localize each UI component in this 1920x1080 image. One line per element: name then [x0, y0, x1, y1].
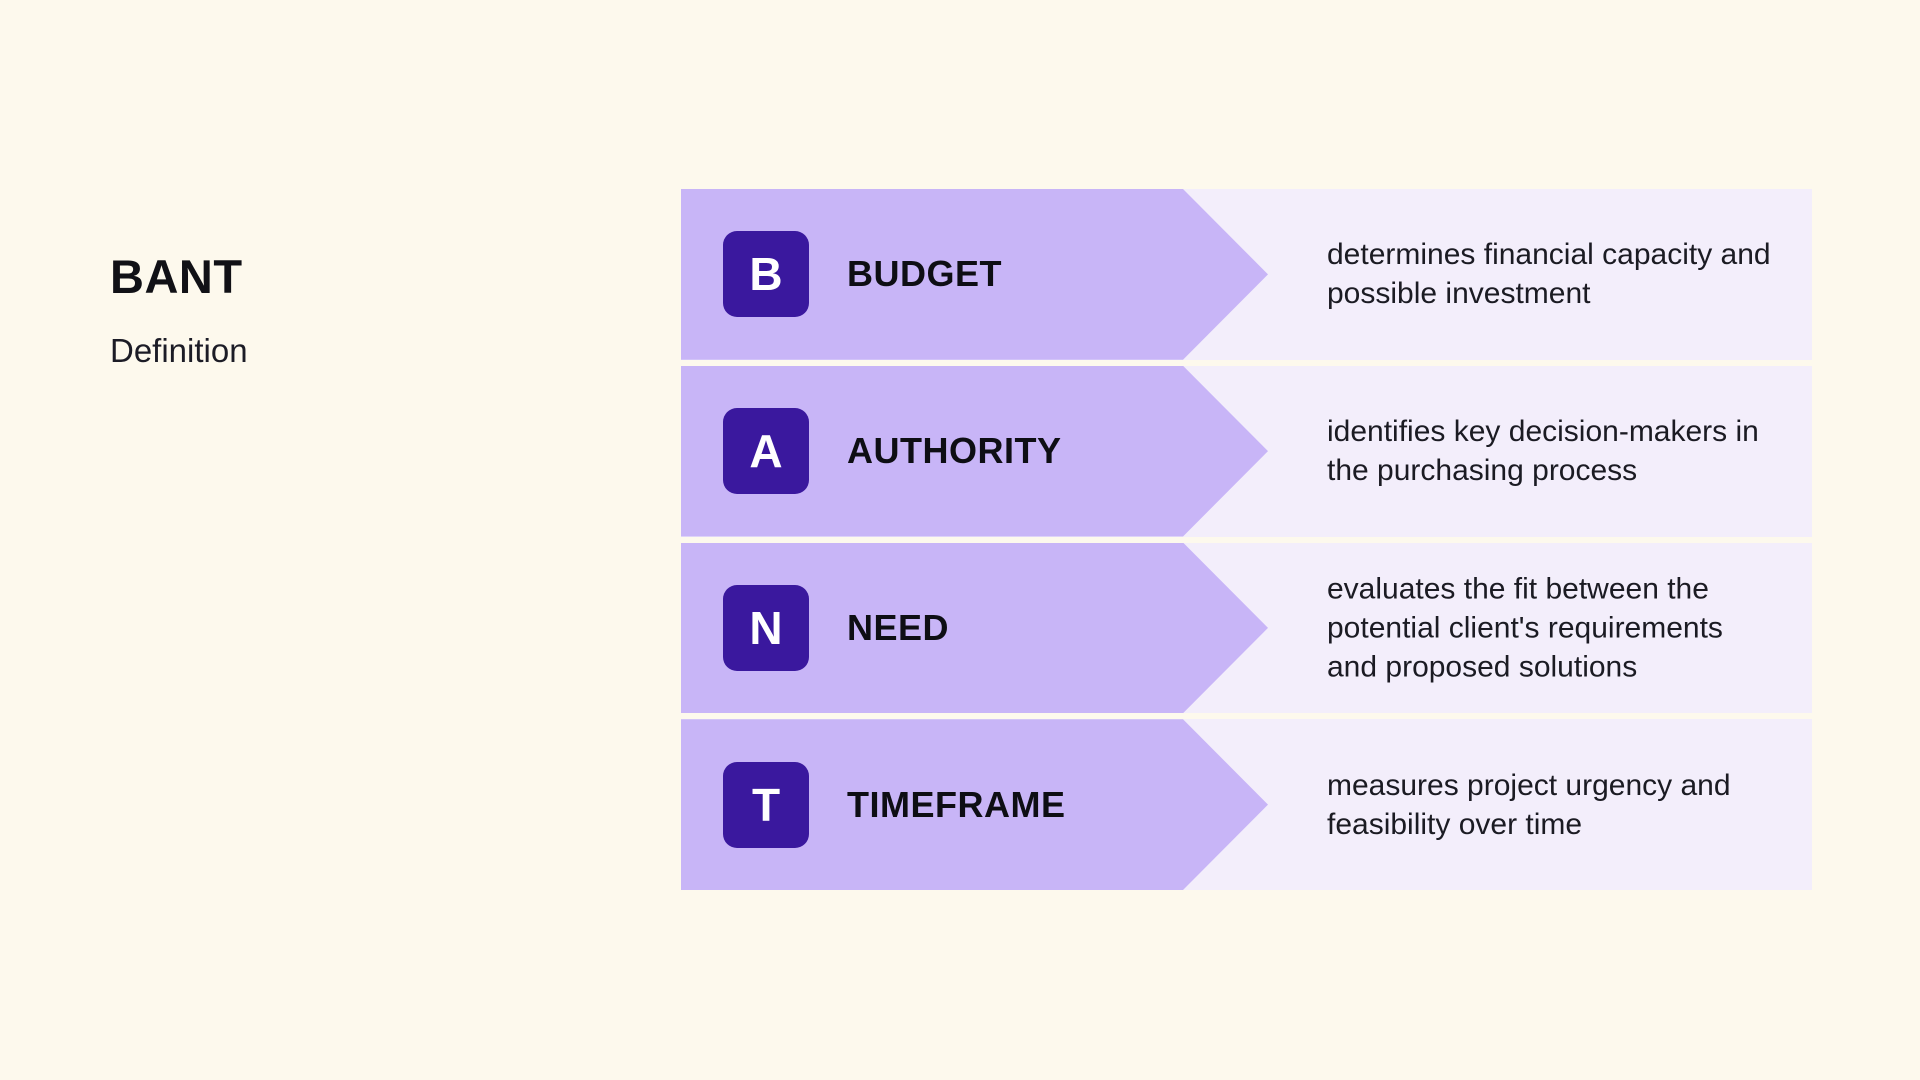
letter-badge: T [723, 761, 809, 848]
badge-letter: N [749, 601, 783, 654]
page-subtitle: Definition [110, 332, 248, 370]
row-need: N NEED evaluates the fit between the pot… [681, 542, 1812, 714]
row-description: identifies key decision-makers in the pu… [1327, 415, 1759, 488]
bant-diagram: B BUDGET determines financial capacity a… [681, 189, 1812, 890]
letter-badge: A [723, 408, 809, 495]
badge-letter: T [751, 778, 781, 831]
row-description: measures project urgency and feasibility… [1327, 768, 1731, 841]
row-budget: B BUDGET determines financial capacity a… [681, 189, 1812, 360]
row-authority: A AUTHORITY identifies key decision-make… [681, 365, 1812, 537]
row-description: determines financial capacity and possib… [1327, 238, 1771, 311]
letter-badge: B [723, 231, 809, 318]
row-description: evaluates the fit between the potential … [1327, 572, 1723, 684]
badge-letter: A [749, 425, 783, 478]
row-title: NEED [847, 606, 950, 648]
row-title: AUTHORITY [847, 430, 1062, 472]
row-title: TIMEFRAME [847, 783, 1066, 825]
intro-block: BANT Definition [110, 250, 248, 370]
badge-letter: B [749, 248, 783, 301]
letter-badge: N [723, 584, 809, 671]
row-title: BUDGET [847, 253, 1002, 295]
row-timeframe: T TIMEFRAME measures project urgency and… [681, 719, 1812, 890]
page-title: BANT [110, 250, 243, 303]
